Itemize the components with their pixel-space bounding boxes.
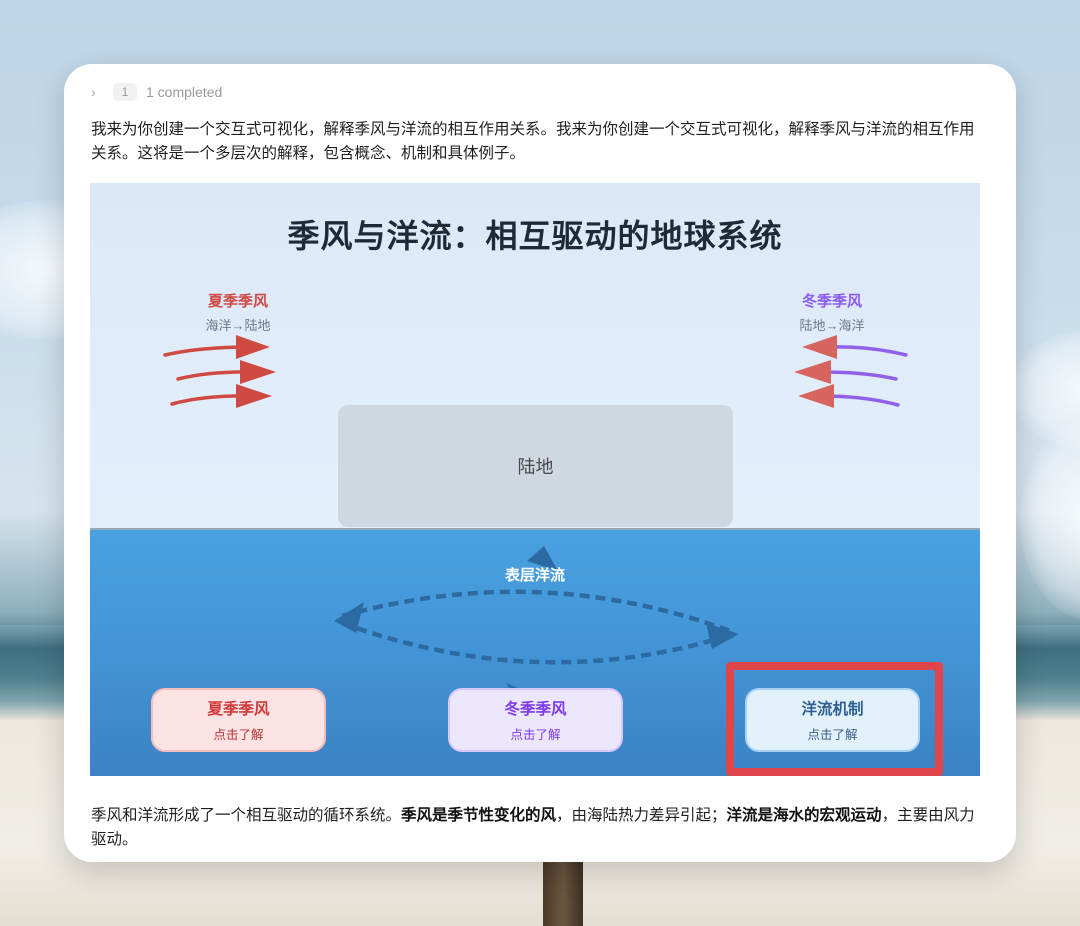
chevron-right-icon[interactable]: › [91, 84, 96, 100]
summary-paragraph: 季风和洋流形成了一个相互驱动的循环系统。季风是季节性变化的风，由海陆热力差异引起… [91, 804, 976, 852]
summary-text-2: ，由海陆热力差异引起； [556, 807, 727, 824]
winter-arrowheads-icon [794, 335, 837, 408]
summer-monsoon-label: 夏季季风 海洋→陆地 [178, 290, 298, 334]
ocean-current-loop-icon [341, 589, 731, 665]
summary-bold-1: 季风是季节性变化的风 [401, 807, 557, 824]
winter-monsoon-direction: 陆地→海洋 [799, 318, 865, 333]
summer-button-title: 夏季季风 [207, 701, 270, 718]
summer-button-subtitle: 点击了解 [213, 728, 264, 742]
intro-paragraph: 我来为你创建一个交互式可视化，解释季风与洋流的相互作用关系。我来为你创建一个交互… [91, 121, 975, 162]
summary-bold-2: 洋流是海水的宏观运动 [726, 807, 882, 824]
land-block: 陆地 [338, 405, 733, 527]
task-status-row[interactable]: › 1 1 completed [91, 82, 222, 102]
summary-text-1: 季风和洋流形成了一个相互驱动的循环系统。 [91, 807, 402, 824]
winter-monsoon-name: 冬季季风 [801, 293, 862, 310]
summer-monsoon-name: 夏季季风 [207, 293, 268, 310]
summer-monsoon-direction: 海洋→陆地 [205, 318, 271, 333]
monsoon-ocean-visualization: 季风与洋流：相互驱动的地球系统 夏季季风 海洋→陆地 冬季季风 陆地→海洋 [90, 183, 980, 776]
winter-monsoon-label: 冬季季风 陆地→海洋 [772, 290, 892, 334]
summer-arrowheads-icon [236, 335, 276, 408]
background-palm-trunk [543, 860, 583, 926]
ocean-current-label: 表层洋流 [504, 567, 565, 584]
winter-button-subtitle: 点击了解 [510, 728, 561, 742]
winter-button-title: 冬季季风 [504, 701, 567, 718]
visualization-title: 季风与洋流：相互驱动的地球系统 [287, 218, 783, 254]
task-count-badge: 1 [113, 83, 137, 101]
ocean-mechanism-button[interactable]: 洋流机制 点击了解 [745, 688, 920, 752]
background-cloud [1020, 420, 1080, 620]
land-label: 陆地 [517, 457, 554, 477]
winter-monsoon-button[interactable]: 冬季季风 点击了解 [448, 688, 623, 752]
task-status-text: 1 completed [146, 84, 223, 100]
ocean-button-title: 洋流机制 [801, 701, 864, 718]
summary-text-3: ，主要由风力驱动。 [91, 807, 975, 848]
ocean-button-subtitle: 点击了解 [807, 728, 858, 742]
chat-message-card: › 1 1 completed 我来为你创建一个交互式可视化，解释季风与洋流的相… [64, 64, 1016, 862]
summer-monsoon-button[interactable]: 夏季季风 点击了解 [151, 688, 326, 752]
